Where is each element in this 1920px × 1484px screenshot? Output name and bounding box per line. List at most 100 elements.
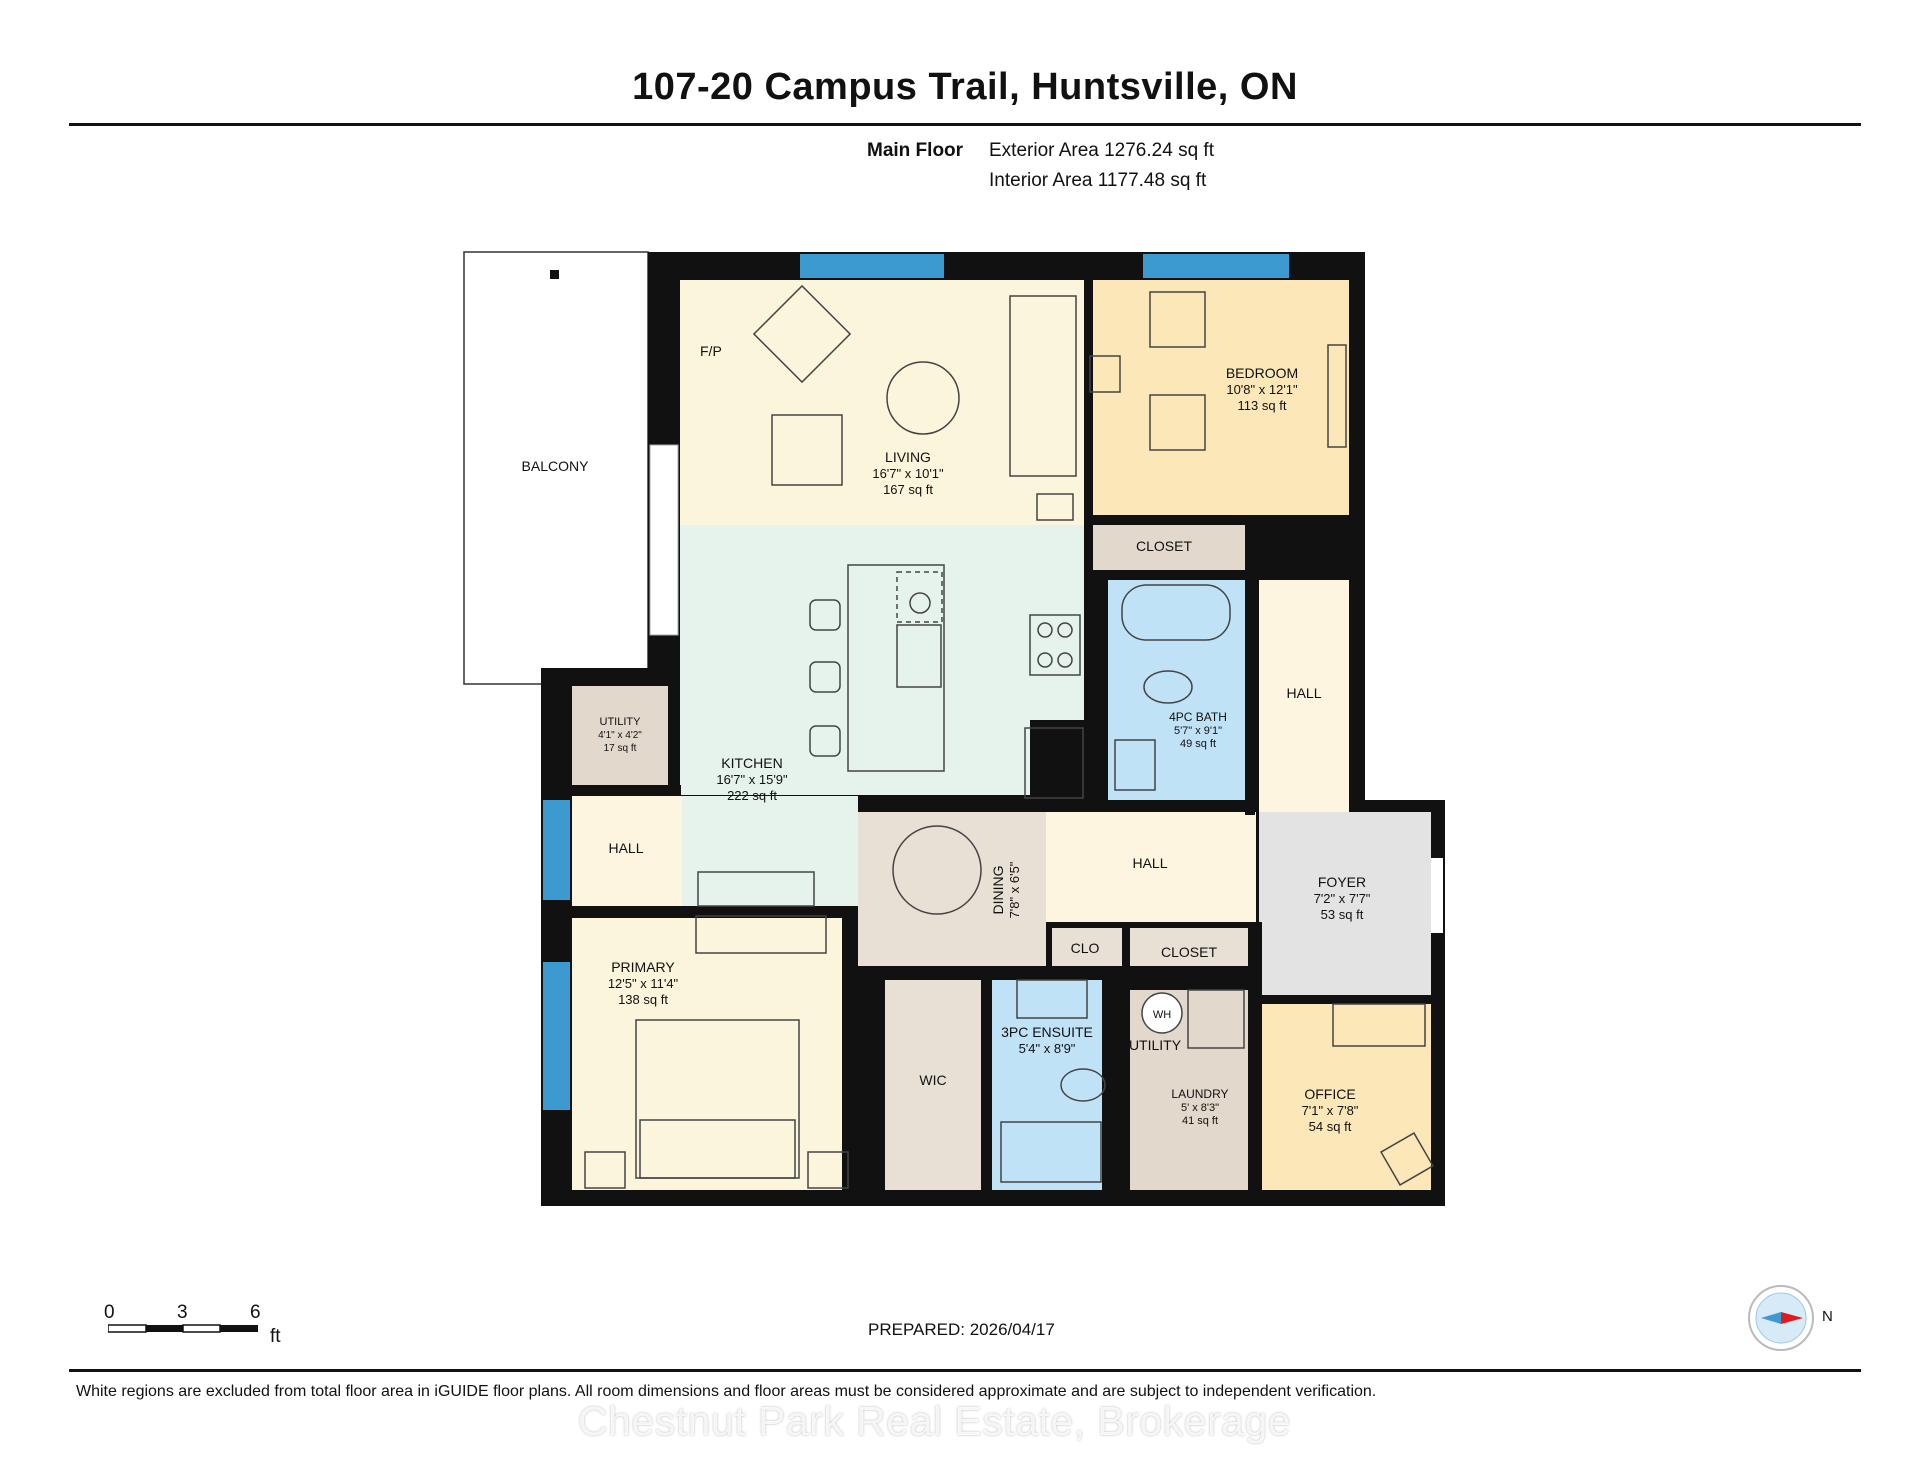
- nightstand-icon: [807, 1151, 849, 1189]
- watermark: Chestnut Park Real Estate, Brokerage: [578, 1398, 1292, 1444]
- utility-small-dims: 4'1" x 4'2": [598, 730, 642, 741]
- laundry-dims: 5' x 8'3": [1181, 1102, 1219, 1114]
- bath4-area: 49 sq ft: [1180, 738, 1216, 750]
- stool-icon: [809, 661, 841, 693]
- bath4-label: 4PC BATH: [1169, 710, 1227, 724]
- range-hood-icon: [896, 571, 943, 623]
- clo-room: [1052, 928, 1122, 970]
- desk-icon: [1332, 1003, 1426, 1047]
- bedroom-room: [1089, 280, 1349, 515]
- water-heater-label: WH: [1153, 1009, 1171, 1021]
- sink-icon: [896, 624, 942, 688]
- compass-n-label: N: [1822, 1308, 1833, 1325]
- office-label: OFFICE: [1304, 1086, 1355, 1102]
- primary-area: 138 sq ft: [618, 992, 668, 1007]
- foyer-dims: 7'2" x 7'7": [1314, 891, 1371, 906]
- hall-left-label: HALL: [608, 840, 643, 856]
- kitchen-area: 222 sq ft: [727, 788, 777, 803]
- exterior-area: Exterior Area 1276.24 sq ft: [989, 140, 1214, 161]
- toilet-icon: [1060, 1068, 1106, 1102]
- armchair-icon: [752, 284, 852, 384]
- bedroom-closet: [1089, 525, 1247, 570]
- office-room: [1262, 1004, 1431, 1190]
- water-heater-icon: [1141, 992, 1183, 1034]
- compass-south-icon: [1761, 1312, 1781, 1324]
- nightstand-icon: [1089, 355, 1121, 393]
- utility-small-label: UTILITY: [600, 716, 642, 728]
- bedroom-area: 113 sq ft: [1238, 398, 1287, 413]
- ensuite-dims: 5'4" x 8'9": [1019, 1041, 1076, 1056]
- kitchen-counter-area: [1030, 525, 1084, 720]
- closet-hall-label: CLOSET: [1161, 944, 1217, 960]
- scale-tick-6: 6: [250, 1302, 261, 1323]
- bedroom-dims: 10'8" x 12'1": [1226, 382, 1298, 397]
- hall-right: [1259, 580, 1349, 812]
- living-dims: 16'7" x 10'1": [872, 466, 944, 481]
- header-rule: [69, 123, 1861, 126]
- cooktop-icon: [909, 592, 931, 614]
- fridge-icon: [1024, 727, 1084, 799]
- bath4-dims: 5'7" x 9'1": [1174, 725, 1222, 737]
- utility-small-room: [572, 686, 668, 786]
- balcony-post: [550, 270, 559, 279]
- dining-table-icon: [892, 825, 982, 915]
- laundry-area: 41 sq ft: [1182, 1115, 1218, 1127]
- clo-label: CLO: [1071, 940, 1100, 956]
- dining-dims: 7'8" x 6'5": [1007, 861, 1022, 918]
- armchair-icon: [771, 414, 843, 486]
- foyer-area: 53 sq ft: [1321, 907, 1364, 922]
- ensuite-room: [992, 980, 1102, 1190]
- hall-center-label: HALL: [1132, 855, 1167, 871]
- laundry-label: LAUNDRY: [1171, 1087, 1228, 1101]
- closet-hall-room: [1130, 928, 1248, 970]
- interior-area: Interior Area 1177.48 sq ft: [989, 170, 1207, 191]
- office-area: 54 sq ft: [1309, 1119, 1352, 1134]
- compass: [1748, 1285, 1814, 1351]
- fireplace-label: F/P: [700, 343, 722, 359]
- kitchen-dims: 16'7" x 15'9": [716, 772, 788, 787]
- wic-label: WIC: [919, 1072, 946, 1088]
- utility-label: UTILITY: [1129, 1037, 1182, 1053]
- bench-icon: [695, 915, 827, 954]
- living-label: LIVING: [885, 449, 931, 465]
- primary-room: [572, 918, 842, 1190]
- balcony-sliding-door: [649, 444, 679, 636]
- chair-icon: [1380, 1132, 1434, 1186]
- dining-room: [858, 812, 1046, 966]
- wic-room: [885, 980, 981, 1190]
- bath4-room: [1108, 580, 1248, 800]
- scale-tick-0: 0: [104, 1302, 115, 1323]
- hall-center: [1046, 812, 1256, 922]
- floor-label: Main Floor: [867, 140, 964, 161]
- foyer-room: [1259, 812, 1431, 995]
- kitchen-room: [680, 525, 1030, 795]
- hall-left: [572, 796, 682, 906]
- hall-right-label: HALL: [1286, 685, 1321, 701]
- primary-dims: 12'5" x 11'4": [608, 976, 679, 991]
- closet-bedroom-label: CLOSET: [1136, 538, 1192, 554]
- scale-unit: ft: [270, 1326, 281, 1347]
- living-room: [680, 280, 1084, 525]
- bathtub-icon: [1121, 584, 1231, 641]
- stool-icon: [809, 599, 841, 631]
- dining-label: DINING: [990, 866, 1006, 915]
- scale-tick-3: 3: [177, 1302, 188, 1323]
- living-area: 167 sq ft: [883, 482, 933, 497]
- washer-icon: [1187, 989, 1245, 1049]
- sofa-icon: [1009, 295, 1077, 477]
- side-table-icon: [1036, 493, 1074, 521]
- primary-label: PRIMARY: [611, 959, 675, 975]
- page-title: 107-20 Campus Trail, Huntsville, ON: [632, 66, 1298, 108]
- entry-door-opening: [1431, 858, 1443, 933]
- foyer-label: FOYER: [1318, 874, 1366, 890]
- compass-north-icon: [1781, 1312, 1803, 1324]
- mirror-icon: [1327, 344, 1347, 448]
- kitchen-label: KITCHEN: [721, 755, 782, 771]
- vanity-icon: [1114, 739, 1156, 791]
- bed-pillow-area: [639, 1119, 796, 1179]
- kitchen-lower: [682, 796, 858, 906]
- utility-small-area: 17 sq ft: [604, 743, 637, 754]
- stove-icon: [1029, 614, 1081, 676]
- armchair-icon: [1149, 291, 1206, 348]
- scale-bar: [108, 1324, 258, 1333]
